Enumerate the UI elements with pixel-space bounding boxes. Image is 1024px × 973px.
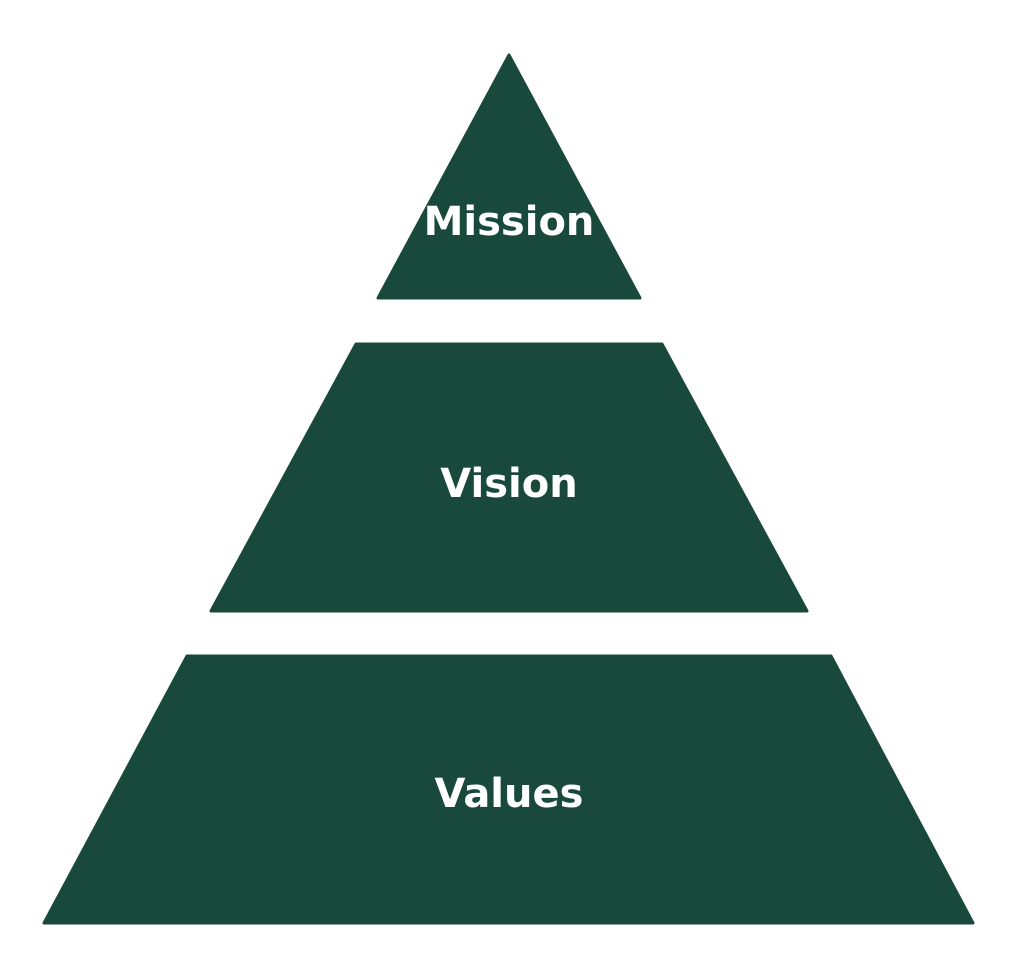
tier-mission-label: Mission — [424, 199, 595, 245]
tier-mission-shape — [376, 53, 642, 300]
tier-vision-label: Vision — [440, 461, 577, 507]
tier-values-shape — [42, 654, 975, 925]
tier-vision-shape — [209, 342, 809, 613]
tier-values-label: Values — [435, 771, 584, 817]
pyramid-tier-vision: Vision — [209, 342, 809, 613]
pyramid-tier-values: Values — [42, 654, 975, 925]
pyramid-tier-mission: Mission — [376, 53, 642, 300]
